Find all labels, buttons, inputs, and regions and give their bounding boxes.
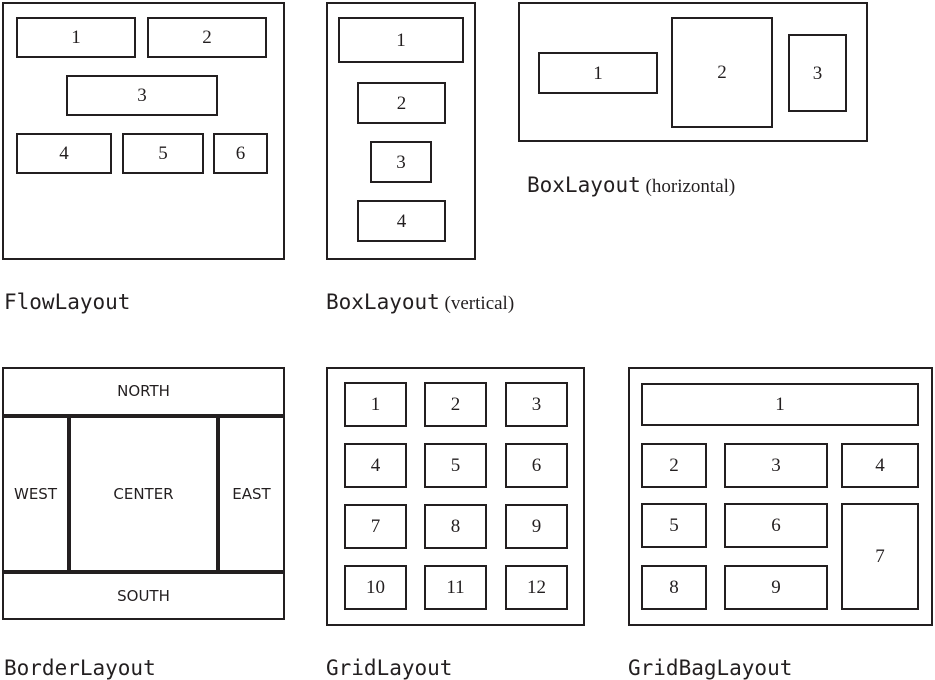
box-grid-3: 3	[505, 382, 568, 427]
caption-border-class: BorderLayout	[4, 656, 156, 680]
box-flow-5: 5	[122, 133, 204, 174]
box-grid-2-label: 2	[450, 394, 461, 415]
box-grid-12-label: 12	[527, 577, 546, 598]
box-gridbag-5: 5	[641, 503, 707, 548]
box-grid-11: 11	[424, 565, 487, 610]
box-gridbag-4-label: 4	[875, 455, 885, 476]
box-box_horizontal-3-label: 3	[812, 62, 823, 84]
caption-grid-class: GridLayout	[326, 656, 453, 680]
caption-box_vertical-class: BoxLayout	[326, 290, 440, 314]
region-south: SOUTH	[2, 572, 285, 620]
box-gridbag-1: 1	[641, 383, 919, 426]
box-grid-12: 12	[505, 565, 568, 610]
box-gridbag-2-label: 2	[669, 455, 679, 476]
box-box_vertical-3-label: 3	[396, 151, 406, 173]
box-grid-1-label: 1	[370, 394, 381, 415]
box-grid-8: 8	[424, 504, 487, 549]
box-flow-1: 1	[16, 17, 136, 58]
box-flow-2-label: 2	[202, 27, 212, 48]
box-gridbag-7: 7	[841, 503, 919, 610]
box-flow-6-label: 6	[235, 143, 246, 164]
box-grid-7-label: 7	[370, 516, 381, 537]
box-grid-10-label: 10	[366, 577, 385, 598]
region-south-label: SOUTH	[117, 586, 170, 605]
region-west-label: WEST	[14, 484, 57, 503]
box-gridbag-6-label: 6	[771, 515, 781, 536]
box-grid-6: 6	[505, 443, 568, 488]
box-gridbag-8: 8	[641, 565, 707, 610]
box-gridbag-7-label: 7	[875, 546, 885, 567]
box-box_vertical-1: 1	[338, 17, 464, 63]
region-east-label: EAST	[232, 484, 271, 503]
box-grid-9-label: 9	[531, 516, 542, 537]
box-box_horizontal-2-label: 2	[717, 62, 727, 83]
caption-gridbag-class: GridBagLayout	[628, 656, 793, 680]
box-box_horizontal-1: 1	[538, 52, 658, 94]
box-grid-5-label: 5	[450, 455, 461, 476]
box-grid-5: 5	[424, 443, 487, 488]
caption-border: BorderLayout	[4, 658, 156, 679]
box-gridbag-3: 3	[724, 443, 828, 488]
box-grid-6-label: 6	[531, 455, 542, 476]
box-flow-4: 4	[16, 133, 112, 174]
caption-gridbag: GridBagLayout	[628, 658, 792, 679]
caption-box_horizontal: BoxLayout (horizontal)	[527, 173, 736, 197]
caption-box_vertical: BoxLayout (vertical)	[326, 290, 515, 314]
box-grid-3-label: 3	[531, 394, 542, 415]
box-grid-4-label: 4	[370, 455, 381, 476]
box-gridbag-5-label: 5	[669, 515, 679, 536]
box-gridbag-2: 2	[641, 443, 707, 488]
box-grid-11-label: 11	[446, 577, 465, 598]
caption-grid: GridLayout	[326, 658, 452, 679]
caption-box_horizontal-class: BoxLayout	[527, 173, 641, 197]
caption-box_horizontal-qualifier: (horizontal)	[640, 176, 736, 197]
box-grid-4: 4	[344, 443, 407, 488]
box-flow-3-label: 3	[137, 85, 147, 106]
box-grid-9: 9	[505, 504, 568, 549]
caption-box_vertical-qualifier: (vertical)	[439, 293, 515, 314]
box-flow-5-label: 5	[158, 143, 168, 164]
box-box_vertical-2-label: 2	[396, 92, 407, 114]
box-grid-7: 7	[344, 504, 407, 549]
box-box_vertical-4: 4	[357, 200, 446, 242]
box-box_horizontal-3: 3	[788, 34, 847, 112]
box-flow-4-label: 4	[59, 143, 69, 164]
box-grid-2: 2	[424, 382, 487, 427]
box-gridbag-3-label: 3	[771, 455, 781, 476]
box-gridbag-8-label: 8	[669, 577, 679, 598]
box-box_vertical-2: 2	[357, 82, 446, 124]
box-gridbag-6: 6	[724, 503, 828, 548]
box-gridbag-4: 4	[841, 443, 919, 488]
box-flow-3: 3	[66, 75, 218, 116]
box-gridbag-1-label: 1	[775, 394, 785, 415]
box-grid-1: 1	[344, 382, 407, 427]
region-east: EAST	[218, 416, 285, 572]
region-north-label: NORTH	[117, 382, 170, 400]
caption-flow: FlowLayout	[4, 292, 130, 313]
region-west: WEST	[2, 416, 69, 572]
box-box_horizontal-1-label: 1	[593, 62, 603, 84]
box-box_horizontal-2: 2	[671, 17, 773, 128]
box-flow-2: 2	[147, 17, 267, 58]
caption-flow-class: FlowLayout	[4, 290, 131, 314]
box-box_vertical-4-label: 4	[396, 210, 407, 232]
region-north: NORTH	[2, 367, 285, 416]
box-flow-6: 6	[213, 133, 268, 174]
box-box_vertical-1-label: 1	[396, 29, 406, 51]
region-center: CENTER	[69, 416, 218, 572]
box-gridbag-9: 9	[724, 565, 828, 610]
box-gridbag-9-label: 9	[771, 577, 781, 598]
box-box_vertical-3: 3	[370, 141, 432, 183]
region-center-label: CENTER	[113, 484, 174, 503]
box-grid-8-label: 8	[450, 516, 461, 537]
box-flow-1-label: 1	[71, 27, 81, 48]
box-grid-10: 10	[344, 565, 407, 610]
